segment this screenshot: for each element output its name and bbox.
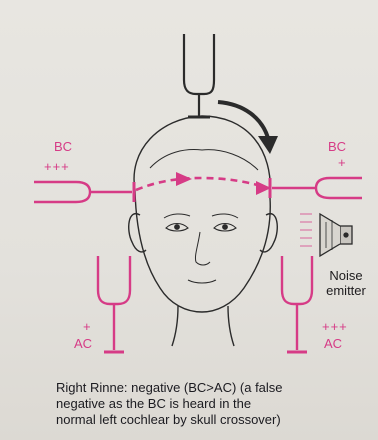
hair-line [150,150,258,170]
right-bc-label: BC [328,140,346,153]
bc-sound-path [136,172,271,195]
left-ac-level: + [83,320,92,333]
neck-left [172,306,178,346]
left-eyebrow [164,214,190,218]
right-ac-level: +++ [322,320,348,333]
left-bc-level: +++ [44,160,70,173]
noise-waves [300,214,312,246]
mouth [188,280,216,283]
noise-emitter-label: Noise emitter [318,268,374,298]
right-ac-tuning-fork-icon [282,256,312,352]
left-ac-label: AC [74,337,92,350]
neck-right [228,306,234,346]
left-pupil [175,225,179,229]
right-bc-tuning-fork-icon [270,178,362,198]
noise-emitter-line2: emitter [318,283,374,298]
figure-caption: Right Rinne: negative (BC>AC) (a false n… [56,380,374,428]
noise-emitter-icon [320,214,352,256]
left-bc-label: BC [54,140,72,153]
right-eyebrow [212,214,238,218]
top-tuning-fork-icon [184,34,214,117]
nose [195,232,210,265]
right-pupil [223,225,227,229]
noise-emitter-line1: Noise [318,268,374,283]
caption-line-1: Right Rinne: negative (BC>AC) (a false [56,380,374,396]
left-ac-tuning-fork-icon [98,256,130,352]
path-arrow-icon [176,172,192,186]
caption-line-2: negative as the BC is heard in the [56,396,374,412]
right-ear [260,214,277,252]
caption-line-3: normal left cochlear by skull crossover) [56,412,374,428]
rotation-arrow-icon [218,102,278,154]
right-ac-label: AC [324,337,342,350]
left-bc-tuning-fork-icon [34,182,134,202]
head-illustration [129,116,278,346]
right-bc-level: + [338,156,347,169]
